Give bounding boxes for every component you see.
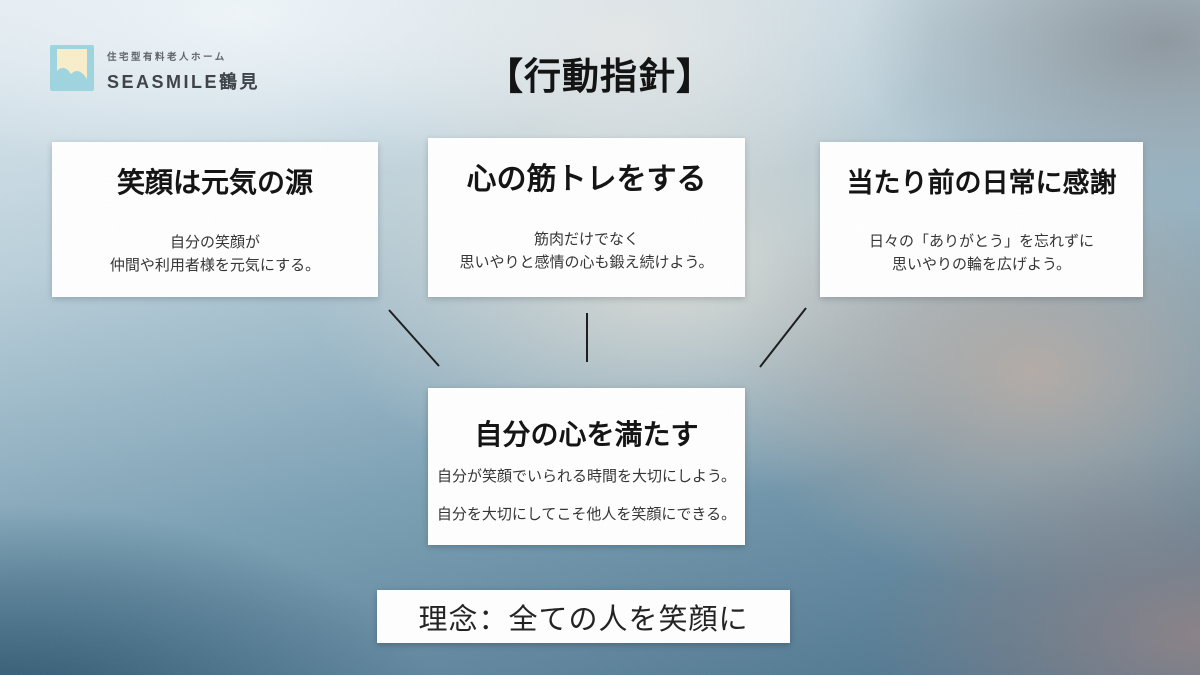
card-body: 自分の笑顔が 仲間や利用者様を元気にする。 [52,232,378,278]
slide-title: 【行動指針】 [486,57,714,98]
guideline-card-smile: 笑顔は元気の源 自分の笑顔が 仲間や利用者様を元気にする。 [52,142,378,297]
philosophy-banner-text: 理念：全ての人を笑顔に [418,603,749,636]
guideline-card-heart-training: 心の筋トレをする 筋肉だけでなく 思いやりと感情の心も鍛え続けよう。 [428,138,745,297]
card-body-line: 筋肉だけでなく [533,232,639,248]
connector-line-right [759,307,807,368]
card-body-line: 自分の笑顔が [169,235,260,252]
connector-line-left [388,309,440,367]
card-body-line: 日々の「ありがとう」を忘れずに [868,234,1094,251]
card-body: 日々の「ありがとう」を忘れずに 思いやりの輪を広げよう。 [820,231,1143,277]
card-title: 心の筋トレをする [466,163,707,196]
card-title: 当たり前の日常に感謝 [846,168,1117,198]
card-body-line: 仲間や利用者様を元気にする。 [109,258,321,275]
core-card-line: 自分を大切にしてこそ他人を笑顔にできる。 [436,507,737,524]
philosophy-banner: 理念：全ての人を笑顔に [377,590,790,643]
core-card-title: 自分の心を満たす [474,420,699,451]
card-body-line: 思いやりと感情の心も鍛え続けよう。 [459,255,714,271]
core-card-fill-your-heart: 自分の心を満たす 自分が笑顔でいられる時間を大切にしよう。 自分を大切にしてこそ… [428,388,745,545]
guideline-card-gratitude: 当たり前の日常に感謝 日々の「ありがとう」を忘れずに 思いやりの輪を広げよう。 [820,142,1143,297]
card-body-line: 思いやりの輪を広げよう。 [891,257,1072,274]
card-title: 笑顔は元気の源 [116,168,313,199]
card-body: 筋肉だけでなく 思いやりと感情の心も鍛え続けよう。 [428,229,745,275]
core-card-line: 自分が笑顔でいられる時間を大切にしよう。 [436,469,737,486]
